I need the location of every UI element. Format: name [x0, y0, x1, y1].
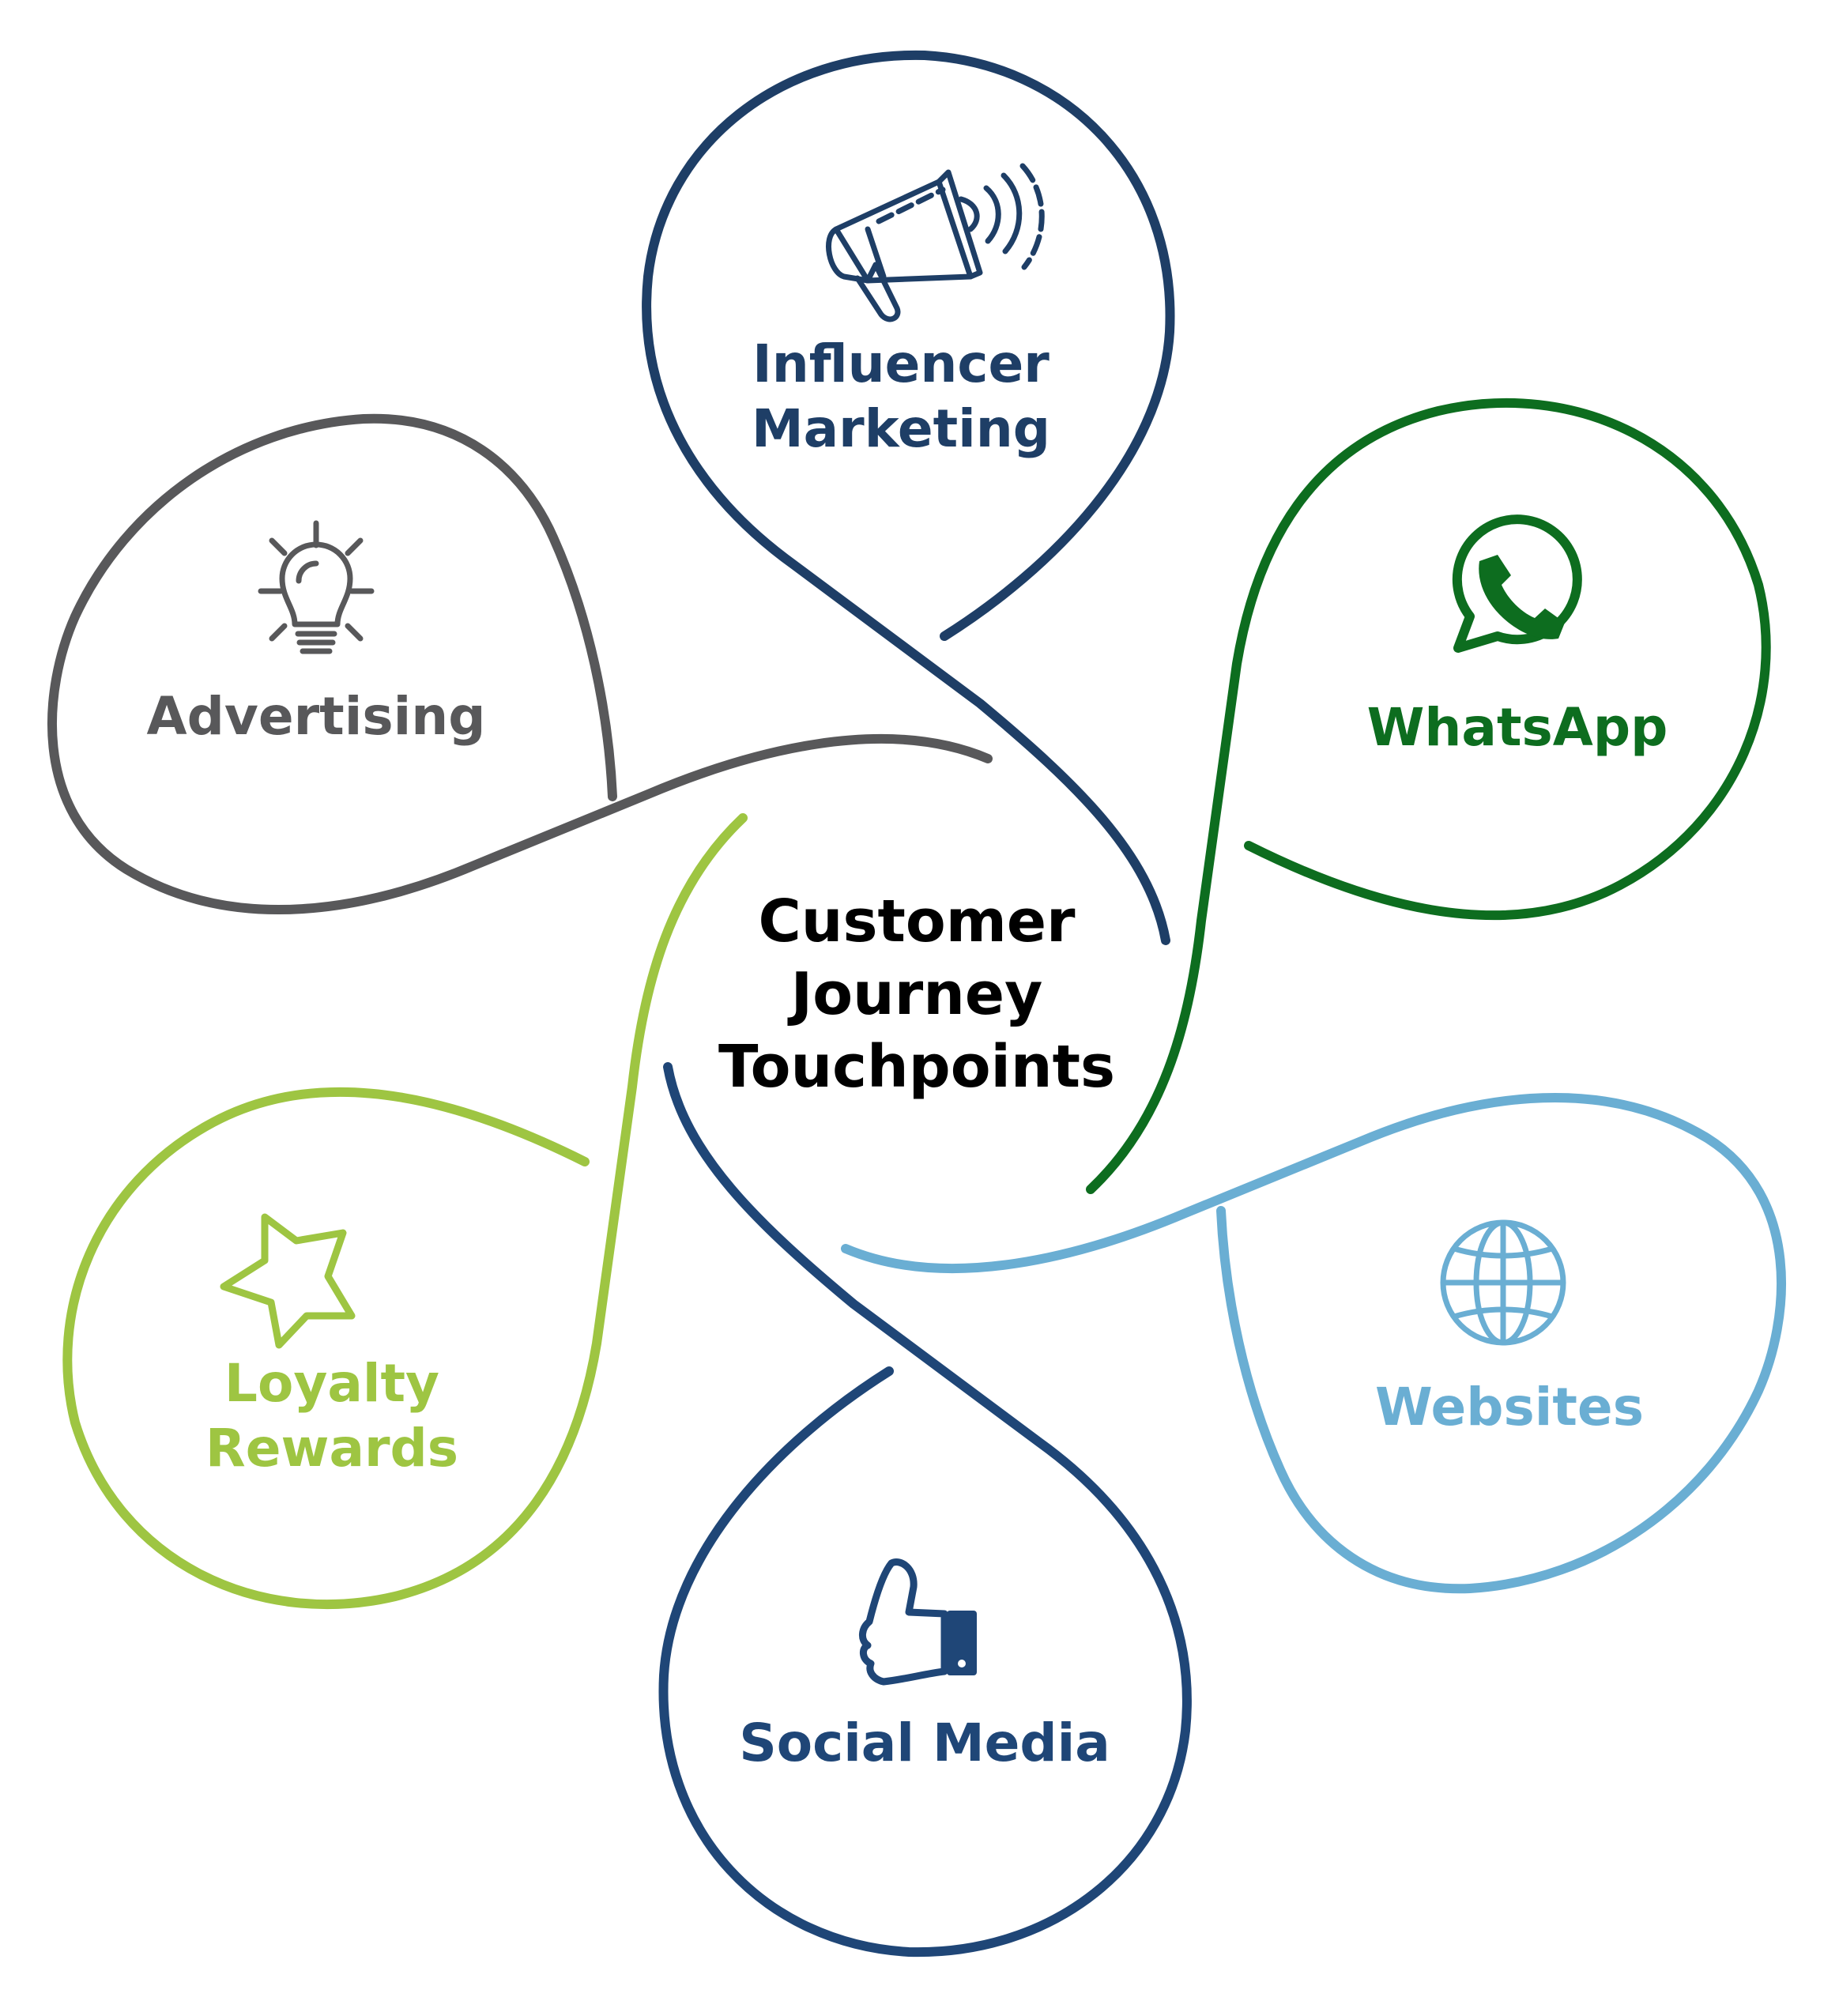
- petal-advertising: [47, 413, 993, 914]
- label-advertising: Advertising: [146, 686, 486, 747]
- whatsapp-icon: [1452, 514, 1582, 653]
- label-social-media: Social Media: [739, 1713, 1110, 1773]
- petal-influencer: [642, 50, 1175, 945]
- label-loyalty-rewards: Loyalty Rewards: [205, 1353, 459, 1479]
- globe-icon: [1440, 1219, 1566, 1346]
- petal-websites: [841, 1093, 1786, 1594]
- petal-whatsapp: [1086, 398, 1771, 1194]
- label-influencer-marketing: Influencer Marketing: [751, 333, 1051, 459]
- diagram-title: Customer Journey Touchpoints: [718, 887, 1115, 1101]
- lightbulb-icon: [258, 520, 375, 654]
- label-whatsapp: WhatsApp: [1366, 697, 1668, 758]
- thumbs-up-icon: [859, 1558, 977, 1686]
- petal-loyalty: [62, 813, 748, 1610]
- megaphone-icon: [826, 163, 1045, 322]
- label-websites: Websites: [1375, 1377, 1644, 1438]
- petal-social: [658, 1062, 1192, 1958]
- star-icon: [220, 1213, 356, 1349]
